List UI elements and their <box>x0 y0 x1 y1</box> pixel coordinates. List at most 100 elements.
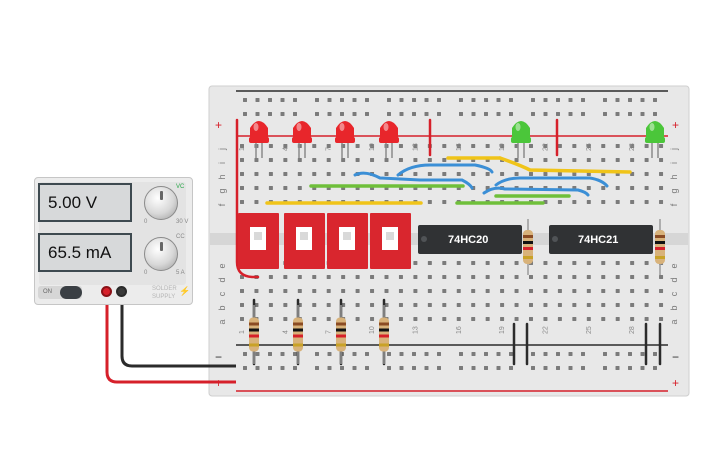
breadboard-hole[interactable] <box>500 172 505 176</box>
breadboard-hole[interactable] <box>312 275 317 279</box>
breadboard-hole[interactable] <box>514 172 519 176</box>
rail-hole[interactable] <box>556 98 560 102</box>
breadboard-hole[interactable] <box>456 317 461 321</box>
breadboard-hole[interactable] <box>572 158 577 162</box>
breadboard-hole[interactable] <box>659 317 664 321</box>
rail-hole[interactable] <box>615 366 620 370</box>
breadboard-hole[interactable] <box>240 200 244 204</box>
rail-hole[interactable] <box>327 98 332 102</box>
rail-hole[interactable] <box>543 112 548 116</box>
breadboard-hole[interactable] <box>240 144 244 148</box>
breadboard-hole[interactable] <box>572 317 577 321</box>
breadboard-hole[interactable] <box>485 303 490 307</box>
breadboard-hole[interactable] <box>586 158 591 162</box>
rail-hole[interactable] <box>459 352 463 356</box>
breadboard-hole[interactable] <box>398 303 403 307</box>
rail-hole[interactable] <box>581 112 585 116</box>
breadboard-hole[interactable] <box>471 317 476 321</box>
rail-hole[interactable] <box>365 366 369 370</box>
breadboard-hole[interactable] <box>572 200 577 204</box>
breadboard-hole[interactable] <box>442 144 447 148</box>
breadboard-hole[interactable] <box>398 158 403 162</box>
breadboard-hole[interactable] <box>413 158 418 162</box>
rail-hole[interactable] <box>603 352 607 356</box>
breadboard-hole[interactable] <box>644 186 649 190</box>
rail-hole[interactable] <box>615 112 620 116</box>
breadboard-hole[interactable] <box>601 158 606 162</box>
breadboard-hole[interactable] <box>341 158 346 162</box>
breadboard-hole[interactable] <box>312 289 317 293</box>
breadboard-hole[interactable] <box>312 144 317 148</box>
rail-hole[interactable] <box>484 366 488 370</box>
rail-hole[interactable] <box>437 352 441 356</box>
rail-hole[interactable] <box>531 98 535 102</box>
wire-blue[interactable] <box>494 176 609 188</box>
breadboard-hole[interactable] <box>615 261 620 265</box>
breadboard-hole[interactable] <box>485 317 490 321</box>
rail-hole[interactable] <box>640 352 645 356</box>
psu-lead-black[interactable] <box>120 292 236 368</box>
breadboard-hole[interactable] <box>586 172 591 176</box>
breadboard-hole[interactable] <box>268 275 273 279</box>
rail-hole[interactable] <box>568 352 573 356</box>
led[interactable] <box>292 121 312 158</box>
rail-hole[interactable] <box>640 112 645 116</box>
breadboard-hole[interactable] <box>586 317 591 321</box>
breadboard-hole[interactable] <box>442 317 447 321</box>
breadboard-hole[interactable] <box>297 275 302 279</box>
breadboard-hole[interactable] <box>442 289 447 293</box>
breadboard-hole[interactable] <box>312 317 317 321</box>
rail-hole[interactable] <box>387 98 391 102</box>
breadboard-hole[interactable] <box>355 317 360 321</box>
switch-lever[interactable] <box>343 232 351 240</box>
breadboard-hole[interactable] <box>485 172 490 176</box>
breadboard-hole[interactable] <box>398 317 403 321</box>
rail-hole[interactable] <box>471 112 476 116</box>
rail-hole[interactable] <box>412 366 416 370</box>
breadboard-hole[interactable] <box>254 158 259 162</box>
breadboard-hole[interactable] <box>370 303 375 307</box>
breadboard-hole[interactable] <box>427 200 432 204</box>
breadboard-hole[interactable] <box>456 303 461 307</box>
breadboard-hole[interactable] <box>586 186 591 190</box>
breadboard-hole[interactable] <box>326 317 331 321</box>
dip-switch[interactable] <box>370 213 411 269</box>
rail-hole[interactable] <box>315 352 319 356</box>
breadboard-hole[interactable] <box>254 172 259 176</box>
breadboard-hole[interactable] <box>601 289 606 293</box>
breadboard-hole[interactable] <box>240 186 244 190</box>
rail-hole[interactable] <box>581 98 585 102</box>
rail-hole[interactable] <box>255 366 260 370</box>
breadboard-hole[interactable] <box>659 144 664 148</box>
rail-hole[interactable] <box>268 352 272 356</box>
breadboard-hole[interactable] <box>644 275 649 279</box>
breadboard-hole[interactable] <box>586 275 591 279</box>
rail-hole[interactable] <box>340 98 344 102</box>
breadboard-hole[interactable] <box>370 144 375 148</box>
breadboard-hole[interactable] <box>659 158 664 162</box>
breadboard-hole[interactable] <box>456 275 461 279</box>
breadboard-hole[interactable] <box>543 144 548 148</box>
breadboard-hole[interactable] <box>442 172 447 176</box>
breadboard-hole[interactable] <box>601 275 606 279</box>
breadboard-hole[interactable] <box>644 289 649 293</box>
breadboard-hole[interactable] <box>297 172 302 176</box>
breadboard-hole[interactable] <box>471 303 476 307</box>
rail-hole[interactable] <box>399 366 404 370</box>
breadboard-hole[interactable] <box>471 275 476 279</box>
chip-74hc21[interactable] <box>549 225 653 254</box>
breadboard-hole[interactable] <box>398 144 403 148</box>
breadboard-hole[interactable] <box>427 158 432 162</box>
breadboard-hole[interactable] <box>630 317 635 321</box>
breadboard-hole[interactable] <box>283 275 288 279</box>
breadboard-hole[interactable] <box>355 275 360 279</box>
rail-hole[interactable] <box>653 112 657 116</box>
breadboard-hole[interactable] <box>370 317 375 321</box>
breadboard-hole[interactable] <box>471 289 476 293</box>
breadboard-hole[interactable] <box>413 275 418 279</box>
rail-hole[interactable] <box>255 112 260 116</box>
breadboard-hole[interactable] <box>644 200 649 204</box>
breadboard-hole[interactable] <box>413 144 418 148</box>
rail-hole[interactable] <box>568 98 573 102</box>
breadboard-hole[interactable] <box>615 186 620 190</box>
